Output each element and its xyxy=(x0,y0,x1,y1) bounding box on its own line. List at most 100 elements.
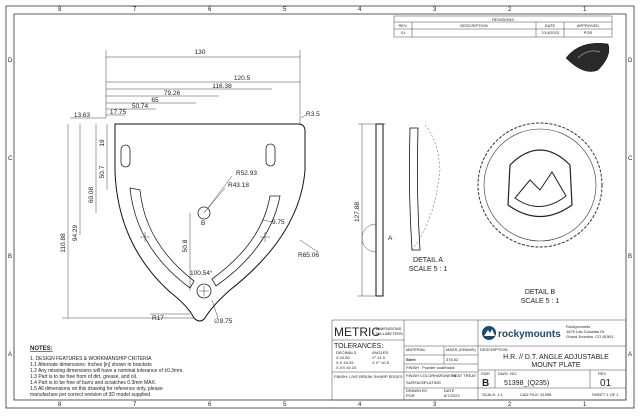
zone-row-b-right: B xyxy=(628,254,632,260)
dim-17-75: 17.75 xyxy=(110,109,127,116)
address-line-1: Rockymounts xyxy=(566,324,590,329)
rev-row-approved: PGR xyxy=(584,30,593,35)
note-line: 1.1 Alternate dimensions: Inches [in] sh… xyxy=(30,362,152,368)
rev-header-rev: REV. xyxy=(399,23,408,28)
metric-label: METRIC xyxy=(334,325,380,339)
address-line-3: Grand Junction, CO 81501 xyxy=(566,334,614,339)
revisions-title: REVISIONS xyxy=(492,17,514,22)
left-slot xyxy=(120,144,131,168)
center-hole xyxy=(197,206,211,220)
detail-b-callout: B xyxy=(201,220,205,227)
dim-120-5: 120.5 xyxy=(234,75,251,82)
finish-note: FINISH: LIVE BREAK SHARP EDGES xyxy=(334,374,403,379)
metric-sub1: DIMENSIONS xyxy=(376,326,402,331)
revisions-table: REVISIONS REV. DESCRIPTION DATE APPROVED… xyxy=(393,15,613,38)
zone-col-4: 4 xyxy=(358,7,362,13)
dim-50-8: 50.8 xyxy=(182,239,189,252)
dim-79-26: 79.26 xyxy=(164,90,181,97)
zone-row-c: C xyxy=(8,156,13,162)
date-value: 8/7/2023 xyxy=(444,393,460,398)
detail-a-circle xyxy=(361,223,377,253)
pivot-hole xyxy=(196,283,212,299)
date-label: DATE xyxy=(444,388,455,393)
tab-finish: FINISH xyxy=(406,373,419,378)
dim-angle-100-54: 100.54° xyxy=(190,269,213,277)
dim-9-75: 9.75 xyxy=(272,219,285,226)
dim-110-88: 110.88 xyxy=(60,233,67,253)
company-logo-text: rockymounts xyxy=(498,329,561,340)
dim-19: 19 xyxy=(99,139,106,147)
detail-a-scale: SCALE 5 : 1 xyxy=(409,266,448,273)
notes-block: NOTES: 1. DESIGN FEATURES & WORKMANSHIP … xyxy=(30,346,184,398)
dim-130: 130 xyxy=(195,49,206,56)
mass-value: 378.52 xyxy=(446,357,459,362)
dim-65: 65 xyxy=(151,97,159,104)
dim-116-38: 116.38 xyxy=(212,83,232,90)
note-line: 1.4 Part is to be free of burrs and scra… xyxy=(30,380,156,386)
rev-row-date: 7/14/2023 xyxy=(541,30,560,35)
finish-label: FINISH xyxy=(406,365,419,370)
description-line-1: H.R. // D.T. ANGLE ADJUSTABLE xyxy=(503,354,609,361)
right-arc-slot xyxy=(211,195,281,287)
zone-row-a-right: A xyxy=(628,352,632,358)
sheet-value: SHEET 1 OF 1 xyxy=(592,392,619,397)
detail-b-scale: SCALE 5 : 1 xyxy=(521,298,560,305)
angles-label: ANGLES xyxy=(372,350,389,355)
tab-hardness: HARDNESS xyxy=(434,373,457,378)
dim-r52-93: R52.93 xyxy=(236,170,257,177)
zone-col-8-bottom: 8 xyxy=(58,402,62,408)
finish-value: Powder coat/black xyxy=(422,365,455,370)
zone-col-4-bottom: 4 xyxy=(358,402,362,408)
zone-col-6-bottom: 6 xyxy=(208,402,212,408)
detail-b-view: DETAIL B SCALE 5 : 1 xyxy=(477,122,603,305)
dim-60-08: 60.08 xyxy=(88,186,95,203)
dim-r43-18: R43.18 xyxy=(228,182,249,189)
note-line: 1.3 Part is to be free from of dirt, gre… xyxy=(30,374,137,380)
title-block: METRIC DIMENSIONS MILLIMETERS TOLERANCES… xyxy=(331,319,627,401)
dimension-lines xyxy=(62,50,319,319)
decimals-label: DECIMALS xyxy=(336,350,357,355)
mass-label: MASS (GRAMS) xyxy=(446,347,476,352)
metric-sub2: MILLIMETERS xyxy=(376,331,403,336)
note-line: 1.2 Any missing dimensions will have a n… xyxy=(30,368,184,374)
zone-col-3: 3 xyxy=(433,7,437,13)
plate-side-view: 127.88 A xyxy=(354,123,393,297)
note-line: 1. DESIGN FEATURES & WORKMANSHIP CRITERI… xyxy=(30,356,152,362)
zone-col-7: 7 xyxy=(133,7,137,13)
tol-ang2: X.X° ±0.5 xyxy=(372,360,390,365)
rev-header-approved: APPROVED xyxy=(577,23,599,28)
plate-front-view xyxy=(114,123,306,322)
drawn-by-value: PGR xyxy=(406,393,415,398)
size-label: SIZE xyxy=(481,371,490,376)
rev-value: 01 xyxy=(600,378,612,389)
zone-col-3-bottom: 3 xyxy=(433,402,437,408)
note-line: 1.5 All dimensions on this drawing for r… xyxy=(30,386,163,392)
tab-plating: PLATING xyxy=(424,380,441,385)
dim-r17: R17 xyxy=(152,315,164,322)
dim-dia-9-75: ∅9.75 xyxy=(214,318,233,325)
zone-row-d-right: D xyxy=(628,58,633,64)
zone-col-6: 6 xyxy=(208,7,212,13)
tab-surface: SURFACE xyxy=(406,380,425,385)
cad-file-value: CAD FILE: 51398 xyxy=(520,392,552,397)
dim-50-74: 50.74 xyxy=(132,103,149,110)
tol-ang1: X° ±1.0 xyxy=(372,355,386,360)
tol-xx: X.X ±0.25 xyxy=(336,360,354,365)
zone-row-c-right: C xyxy=(628,156,633,162)
tolerances-label: TOLERANCES: xyxy=(334,343,383,350)
mountain-icon xyxy=(484,329,495,336)
zone-col-2-bottom: 2 xyxy=(508,402,512,408)
rev-header-description: DESCRIPTION xyxy=(460,23,487,28)
material-value: Steel xyxy=(406,357,416,362)
dim-13-63: 13.63 xyxy=(74,112,91,119)
zone-row-d: D xyxy=(8,58,13,64)
size-value: B xyxy=(482,378,489,389)
dim-50-7: 50.7 xyxy=(99,165,106,178)
zone-col-7-bottom: 7 xyxy=(133,402,137,408)
sheet-border xyxy=(5,5,635,409)
rev-row-rev: 01 xyxy=(401,30,406,35)
tab-heat: HEAT TREAT xyxy=(452,373,477,378)
drawn-by-label: DRAWN BY xyxy=(406,388,428,393)
dwg-no-label: DWG. NO. xyxy=(498,371,517,376)
